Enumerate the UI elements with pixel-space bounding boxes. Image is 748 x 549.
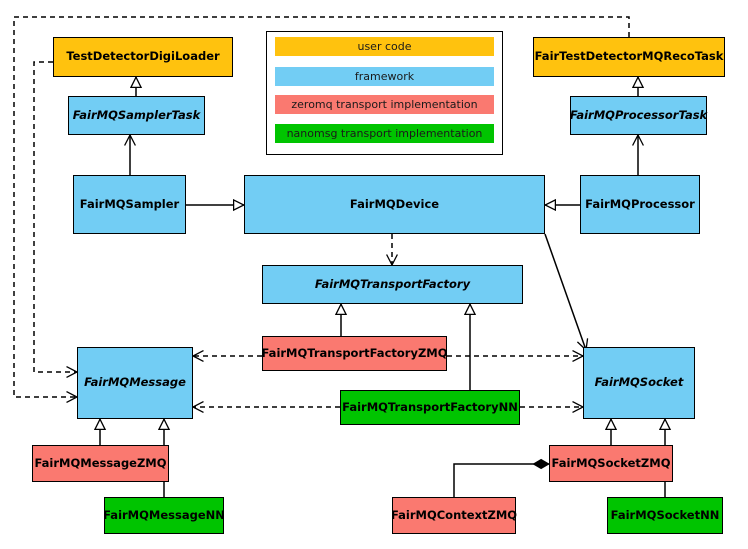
class-label: FairMQSocketNN	[610, 507, 720, 522]
legend-item-zeromq: zeromq transport implementation	[275, 95, 494, 114]
class-box-FairMQTransportFactoryNN[interactable]: FairMQTransportFactoryNN	[340, 390, 520, 425]
class-box-FairMQSocketZMQ[interactable]: FairMQSocketZMQ	[549, 445, 673, 482]
class-box-FairMQContextZMQ[interactable]: FairMQContextZMQ	[390, 497, 518, 534]
class-label: FairMQMessageNN	[103, 507, 225, 522]
class-box-FairMQTransportFactory[interactable]: FairMQTransportFactory	[262, 265, 523, 304]
legend-item-nanomsg: nanomsg transport implementation	[275, 124, 494, 143]
class-box-TestDetectorDigiLoader[interactable]: TestDetectorDigiLoader	[53, 37, 233, 77]
class-label: FairMQDevice	[349, 196, 440, 211]
legend-label-nanomsg: nanomsg transport implementation	[286, 127, 483, 140]
class-label: FairMQMessageZMQ	[34, 455, 167, 470]
class-box-FairMQMessageZMQ[interactable]: FairMQMessageZMQ	[32, 445, 169, 482]
class-box-FairMQSocket[interactable]: FairMQSocket	[583, 347, 695, 419]
class-label: FairMQTransportFactory	[314, 276, 471, 291]
class-box-FairMQProcessorTask[interactable]: FairMQProcessorTask	[570, 96, 707, 135]
class-box-FairMQMessageNN[interactable]: FairMQMessageNN	[103, 497, 225, 534]
class-label: FairMQProcessorTask	[569, 107, 708, 122]
class-label: FairTestDetectorMQRecoTask	[534, 49, 724, 64]
legend-item-user-code: user code	[275, 37, 494, 56]
class-label: TestDetectorDigiLoader	[66, 49, 220, 64]
class-box-FairMQDevice[interactable]: FairMQDevice	[244, 175, 545, 234]
class-box-FairMQSampler[interactable]: FairMQSampler	[73, 175, 186, 234]
class-box-FairMQMessage[interactable]: FairMQMessage	[77, 347, 193, 419]
class-label: FairMQTransportFactoryNN	[342, 399, 518, 414]
class-label: FairMQSampler	[79, 196, 180, 211]
class-label: FairMQMessage	[84, 375, 186, 390]
class-label: FairMQTransportFactoryZMQ	[261, 345, 448, 360]
class-label: FairMQSamplerTask	[72, 107, 201, 122]
class-label: FairMQProcessor	[585, 196, 695, 211]
legend-label-zeromq: zeromq transport implementation	[291, 98, 478, 111]
legend-label-user-code: user code	[357, 40, 412, 53]
edge-device-socket	[544, 233, 589, 352]
class-box-FairMQTransportFactoryZMQ[interactable]: FairMQTransportFactoryZMQ	[261, 336, 448, 371]
class-label: FairMQSocket	[594, 375, 684, 390]
edge-digiloader-message	[33, 61, 79, 378]
legend-label-framework: framework	[354, 70, 415, 83]
class-label: FairMQSocketZMQ	[551, 455, 671, 470]
class-box-FairTestDetectorMQRecoTask[interactable]: FairTestDetectorMQRecoTask	[533, 37, 725, 77]
class-box-FairMQProcessor[interactable]: FairMQProcessor	[580, 175, 700, 234]
class-box-FairMQSamplerTask[interactable]: FairMQSamplerTask	[68, 96, 205, 135]
edge-recotask-message	[13, 16, 630, 403]
edge-contextzmq-socketzmq	[453, 464, 549, 497]
class-box-FairMQSocketNN[interactable]: FairMQSocketNN	[607, 497, 723, 534]
legend-item-framework: framework	[275, 67, 494, 86]
class-label: FairMQContextZMQ	[390, 507, 518, 522]
